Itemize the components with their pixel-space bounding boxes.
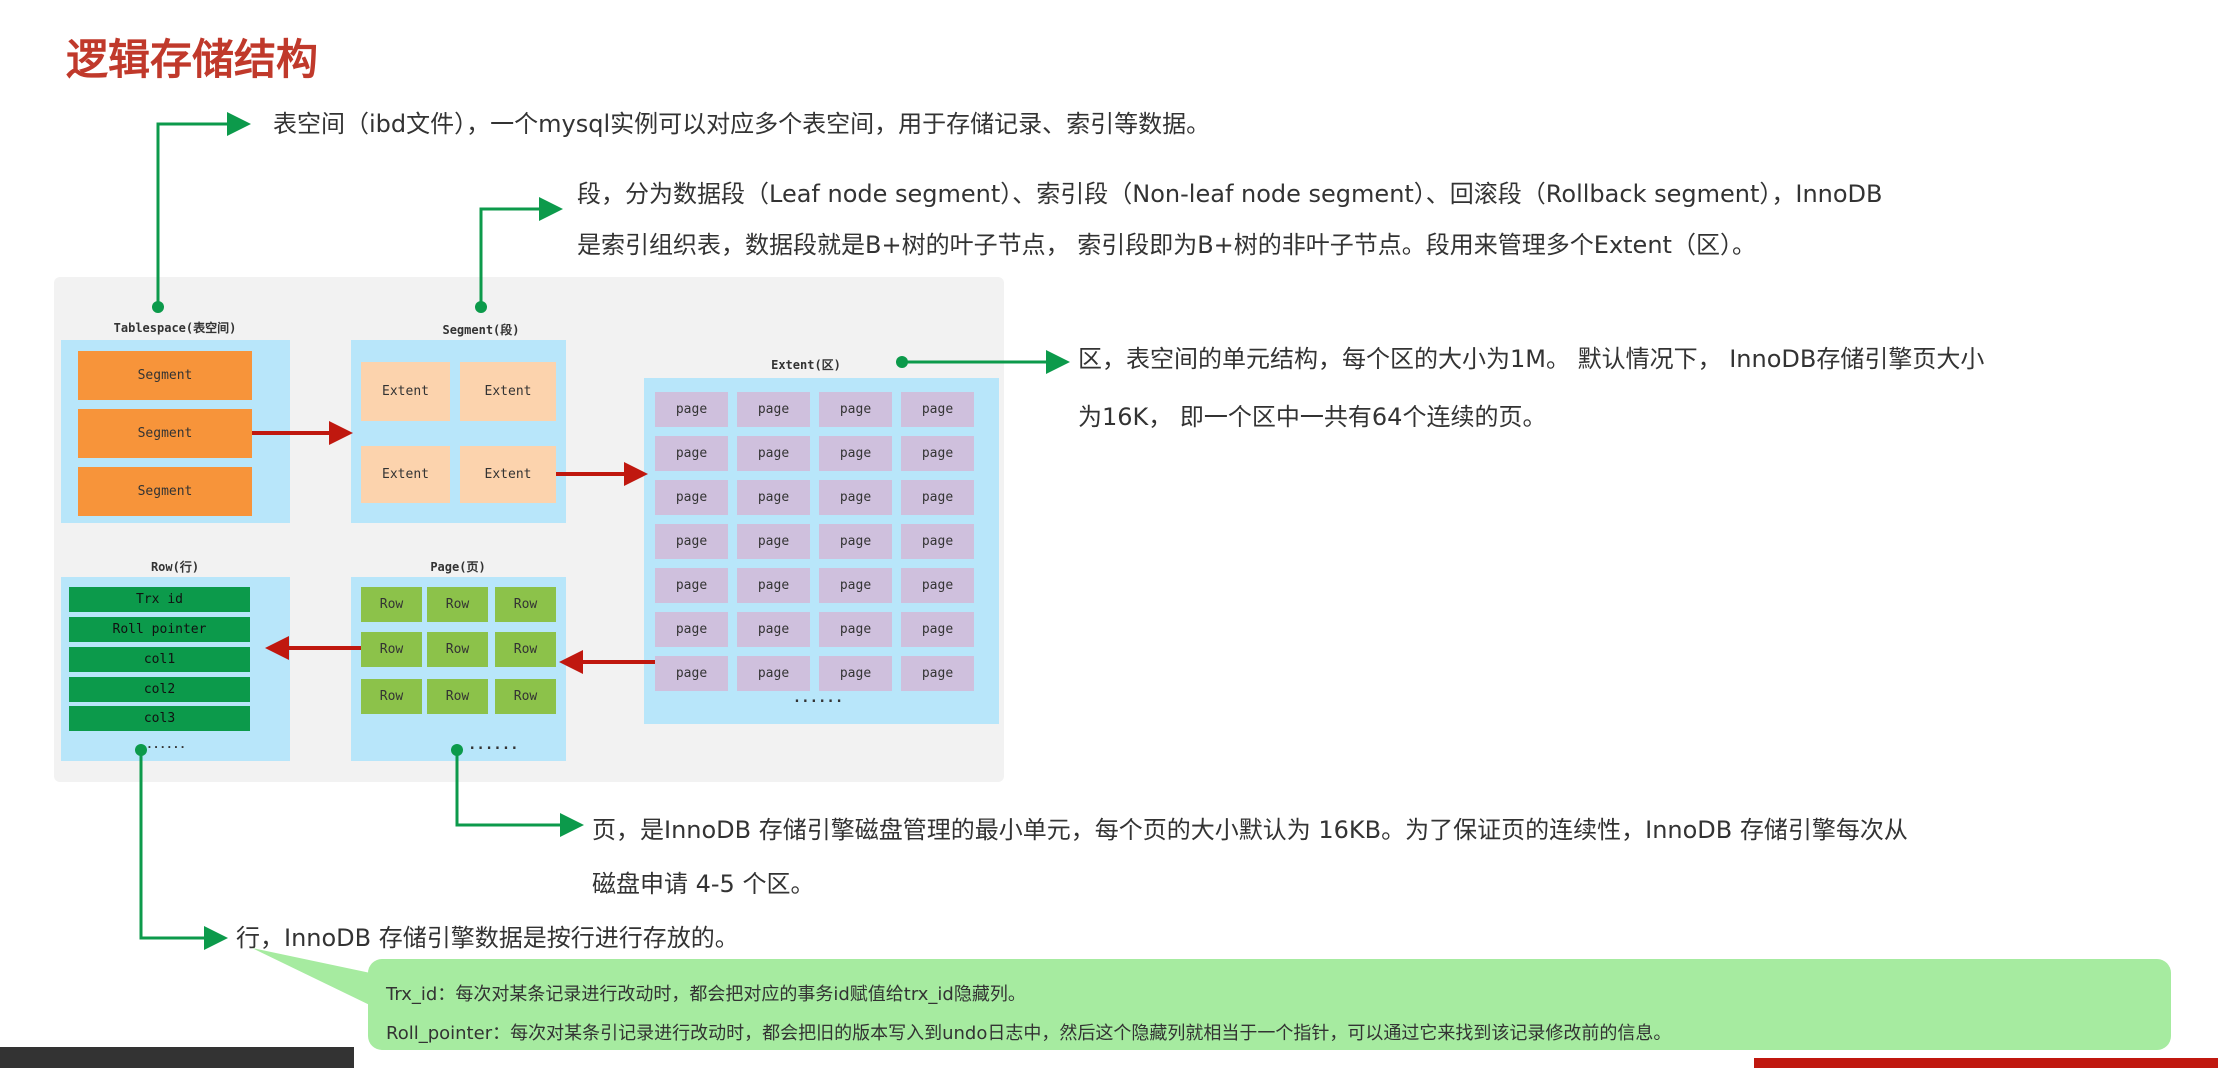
extent-block: Extent: [460, 446, 556, 503]
page-label: Page(页): [430, 560, 486, 574]
segment-block: Segment: [78, 409, 252, 458]
page-row-cell: Row: [361, 587, 422, 622]
page-row-cell: Row: [361, 632, 422, 667]
row-field: col1: [69, 647, 250, 672]
page-cell: page: [737, 436, 810, 471]
page-cell: page: [901, 524, 974, 559]
row-field: col2: [69, 677, 250, 702]
segment-description-line2: 是索引组织表，数据段就是B+树的叶子节点， 索引段即为B+树的非叶子节点。段用来…: [577, 231, 1756, 259]
extent-description-line1: 区，表空间的单元结构，每个区的大小为1M。 默认情况下， InnoDB存储引擎页…: [1078, 345, 1985, 373]
page-cell: page: [901, 392, 974, 427]
row-description: 行，InnoDB 存储引擎数据是按行进行存放的。: [236, 924, 739, 952]
page-cell: page: [737, 612, 810, 647]
page-cell: page: [655, 392, 728, 427]
page-cell: page: [901, 480, 974, 515]
segment-description-line1: 段，分为数据段（Leaf node segment）、索引段（Non-leaf …: [577, 180, 1883, 208]
extent-connector-dot: [896, 356, 908, 368]
page-cell: page: [655, 524, 728, 559]
tablespace-connector-dot: [152, 301, 164, 313]
page-row-cell: Row: [495, 587, 556, 622]
roll-pointer-note: Roll_pointer：每次对某条引记录进行改动时，都会把旧的版本写入到und…: [386, 1023, 1672, 1044]
page-connector: [455, 750, 584, 837]
page-cell: page: [819, 612, 892, 647]
page-connector-dot: [451, 744, 463, 756]
page-cell: page: [819, 568, 892, 603]
segment-connector: [479, 197, 563, 307]
bottom-red-bar: [1754, 1058, 2218, 1068]
page-cell: page: [655, 612, 728, 647]
page-cell: page: [819, 656, 892, 691]
page-cell: page: [655, 480, 728, 515]
page-row-cell: Row: [427, 679, 488, 714]
segment-block: Segment: [78, 351, 252, 400]
page-title: 逻辑存储结构: [66, 35, 319, 84]
page-cell: page: [901, 612, 974, 647]
extent-block: Extent: [361, 362, 450, 421]
page-cell: page: [819, 436, 892, 471]
page-description-line2: 磁盘申请 4-5 个区。: [592, 870, 815, 898]
page-cell: page: [901, 568, 974, 603]
page-more: ......: [468, 737, 519, 753]
page-cell: page: [655, 568, 728, 603]
callout-pointer: [252, 948, 380, 1010]
page-row-cell: Row: [495, 632, 556, 667]
row-field: col3: [69, 706, 250, 731]
page-cell: page: [655, 656, 728, 691]
page-cell: page: [737, 656, 810, 691]
tablespace-description: 表空间（ibd文件），一个mysql实例可以对应多个表空间，用于存储记录、索引等…: [273, 110, 1211, 138]
page-cell: page: [819, 392, 892, 427]
extent-label: Extent(区): [771, 358, 841, 372]
row-hidden-columns-callout: Trx_id：每次对某条记录进行改动时，都会把对应的事务id赋值给trx_id隐…: [368, 959, 2171, 1050]
segment-label: Segment(段): [442, 323, 520, 337]
page-row-cell: Row: [495, 679, 556, 714]
trx-id-note: Trx_id：每次对某条记录进行改动时，都会把对应的事务id赋值给trx_id隐…: [386, 984, 1026, 1005]
segment-connector-dot: [475, 301, 487, 313]
page-cell: page: [655, 436, 728, 471]
page-cell: page: [901, 436, 974, 471]
row-field: Trx id: [69, 587, 250, 612]
page-cell: page: [737, 568, 810, 603]
extent-block: Extent: [460, 362, 556, 421]
row-label: Row(行): [150, 560, 200, 574]
page-cell: page: [737, 480, 810, 515]
row-field: Roll pointer: [69, 617, 250, 642]
page-cell: page: [819, 480, 892, 515]
row-connector: [139, 750, 228, 950]
page-cell: page: [737, 392, 810, 427]
page-description-line1: 页，是InnoDB 存储引擎磁盘管理的最小单元，每个页的大小默认为 16KB。为…: [592, 816, 1908, 844]
page-row-cell: Row: [361, 679, 422, 714]
page-row-cell: Row: [427, 587, 488, 622]
row-connector-dot: [135, 744, 147, 756]
bottom-dark-bar: [0, 1047, 354, 1068]
extent-more: ......: [792, 690, 844, 706]
page-cell: page: [901, 656, 974, 691]
extent-block: Extent: [361, 446, 450, 503]
tablespace-label: Tablespace(表空间): [113, 321, 237, 335]
tablespace-connector: [156, 112, 251, 307]
segment-block: Segment: [78, 467, 252, 516]
page-cell: page: [737, 524, 810, 559]
page-cell: page: [819, 524, 892, 559]
row-more: ......: [146, 738, 186, 751]
page-row-cell: Row: [427, 632, 488, 667]
extent-description-line2: 为16K， 即一个区中一共有64个连续的页。: [1078, 403, 1547, 431]
